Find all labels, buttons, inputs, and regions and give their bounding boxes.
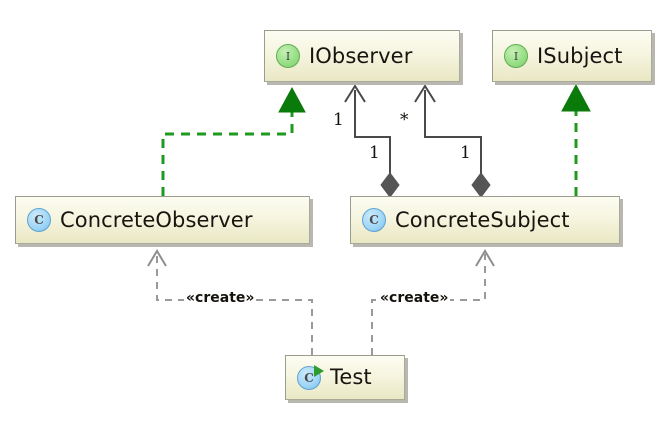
realization-line-observer	[161, 110, 294, 196]
uml-class-test[interactable]: C Test	[285, 355, 405, 400]
interface-icon-letter: I	[513, 49, 519, 63]
edge-composition-left[interactable]	[344, 84, 400, 198]
interface-circle-icon: I	[276, 44, 300, 68]
class-name-iobserver: IObserver	[309, 43, 413, 68]
run-play-arrow-icon	[314, 364, 324, 377]
dependency-arrowhead-observer	[147, 249, 167, 267]
multiplicity-right-target: *	[400, 110, 409, 130]
edge-dependency-create-subject[interactable]	[371, 249, 495, 355]
association-arrowhead-left	[344, 84, 366, 103]
composition-diamond-right	[471, 172, 491, 198]
interface-icon-letter: I	[285, 49, 291, 63]
edge-composition-right[interactable]	[414, 84, 491, 198]
composition-line-right	[424, 90, 482, 186]
class-name-concretesubject: ConcreteSubject	[395, 207, 570, 232]
association-arrowhead-right	[414, 84, 436, 103]
interface-circle-icon: I	[504, 44, 528, 68]
composition-diamond-left	[380, 172, 400, 198]
dependency-label-create-subject: «create»	[378, 290, 451, 306]
uml-class-concretesubject[interactable]: C ConcreteSubject	[350, 196, 620, 244]
composition-line-left	[354, 90, 391, 186]
class-circle-runnable-icon: C	[297, 364, 324, 390]
dependency-line-subject	[371, 254, 486, 355]
realization-arrowhead-subject	[561, 83, 591, 112]
class-icon-letter: C	[369, 213, 379, 227]
class-icon-letter: C	[34, 213, 44, 227]
class-circle-icon: C	[27, 208, 51, 232]
multiplicity-left-target: 1	[333, 110, 344, 130]
class-name-isubject: ISubject	[537, 43, 623, 68]
edge-realization-concretesubject-isubject[interactable]	[561, 83, 591, 196]
dependency-label-create-observer: «create»	[184, 290, 257, 306]
edge-realization-concreteobserver-iobserver[interactable]	[161, 86, 306, 196]
realization-arrowhead-observer	[278, 86, 306, 113]
uml-class-concreteobserver[interactable]: C ConcreteObserver	[15, 196, 310, 244]
multiplicity-left-source: 1	[369, 143, 380, 163]
class-name-test: Test	[330, 365, 372, 389]
class-circle-icon: C	[362, 208, 386, 232]
multiplicity-right-source: 1	[460, 143, 471, 163]
dependency-arrowhead-subject	[475, 249, 495, 267]
class-name-concreteobserver: ConcreteObserver	[60, 207, 253, 232]
uml-class-isubject[interactable]: I ISubject	[492, 30, 652, 82]
class-icon-letter: C	[304, 370, 314, 385]
uml-class-iobserver[interactable]: I IObserver	[264, 30, 460, 82]
